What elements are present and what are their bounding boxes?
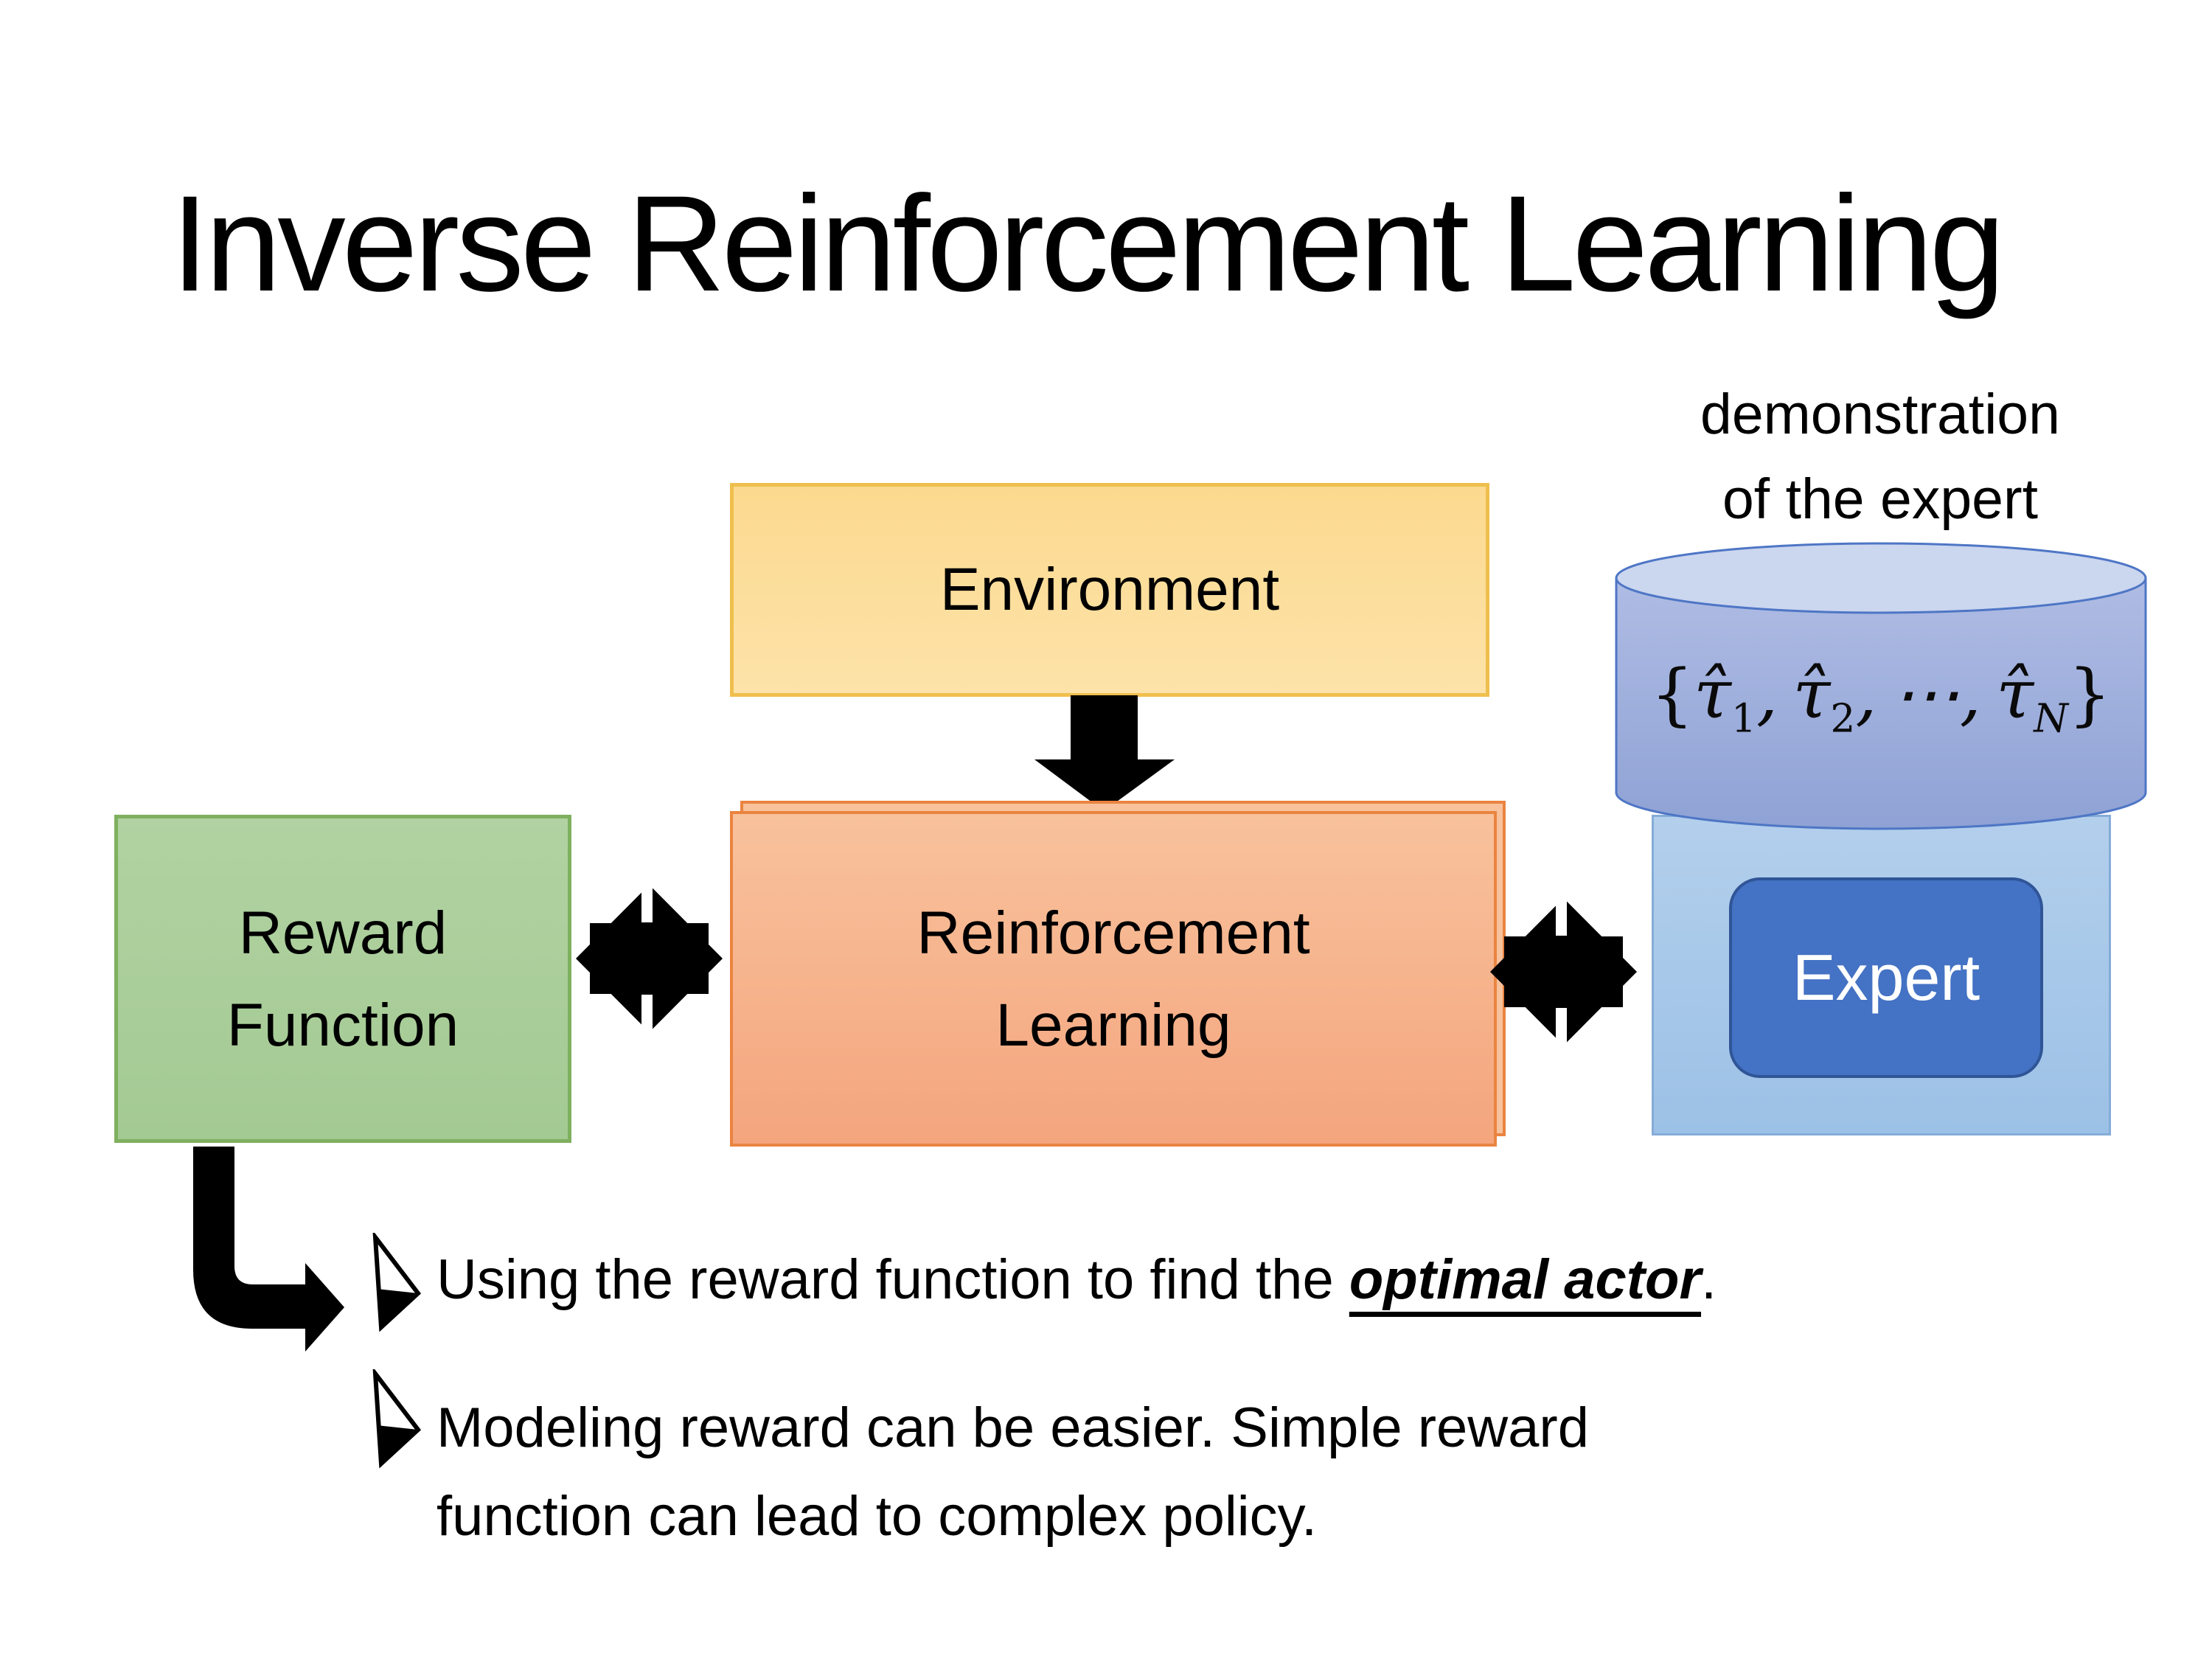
formula-tauN: τ̂ xyxy=(1996,655,2034,734)
bullet-arrow-icon xyxy=(372,1233,422,1332)
formula-dots: ⋯ xyxy=(1891,655,1960,734)
environment-box: Environment xyxy=(730,483,1489,697)
database-cylinder-icon xyxy=(1615,542,2147,830)
demonstration-caption-line2: of the expert xyxy=(1722,467,2039,531)
formula-tau1: τ̂ xyxy=(1694,655,1732,734)
bent-arrow-icon xyxy=(193,1147,344,1352)
trajectory-set-formula: {τ̂1,τ̂2,⋯,τ̂N} xyxy=(1615,655,2147,741)
exchange-arrow-left-icon xyxy=(576,885,723,1032)
demonstration-caption-line1: demonstration xyxy=(1700,383,2060,446)
bullet1-text-before: Using the reward function to find the xyxy=(437,1248,1349,1311)
formula-comma2: , xyxy=(1855,655,1877,734)
formula-close-brace: } xyxy=(2067,655,2112,734)
formula-open-brace: { xyxy=(1650,655,1694,734)
formula-comma1: , xyxy=(1756,655,1778,734)
expert-label: Expert xyxy=(1792,941,1980,1014)
environment-label: Environment xyxy=(939,556,1280,623)
bullet-arrow-icon xyxy=(372,1369,422,1469)
bullet-item-modeling-reward: Modeling reward can be easier. Simple re… xyxy=(437,1384,1985,1561)
formula-comma3: , xyxy=(1959,655,1982,734)
bullet1-emphasis: optimal actor xyxy=(1349,1248,1702,1311)
reward-label-line2: Function xyxy=(226,991,459,1059)
formula-sub1: 1 xyxy=(1731,695,1756,742)
bullet2-line2: function can lead to complex policy. xyxy=(437,1485,1318,1548)
demonstration-caption: demonstration of the expert xyxy=(1593,372,2168,542)
rl-label-line1: Reinforcement xyxy=(917,899,1310,967)
bullet2-line1: Modeling reward can be easier. Simple re… xyxy=(437,1397,1590,1459)
reinforcement-learning-box: Reinforcement Learning xyxy=(730,811,1497,1147)
expert-box: Expert xyxy=(1729,877,2043,1078)
page-title: Inverse Reinforcement Learning xyxy=(171,168,2006,320)
exchange-arrow-right-icon xyxy=(1490,898,1637,1046)
rl-label-line2: Learning xyxy=(995,991,1231,1059)
bullet-item-optimal-actor: Using the reward function to find the op… xyxy=(437,1248,2132,1312)
formula-tau2: τ̂ xyxy=(1792,655,1831,734)
formula-sub2: 2 xyxy=(1830,695,1856,742)
down-arrow-icon xyxy=(1034,695,1175,811)
formula-subN: N xyxy=(2034,695,2068,742)
bullet1-text-after: . xyxy=(1701,1248,1717,1311)
reward-label-line1: Reward xyxy=(238,899,448,967)
reward-function-box: Reward Function xyxy=(114,815,571,1143)
